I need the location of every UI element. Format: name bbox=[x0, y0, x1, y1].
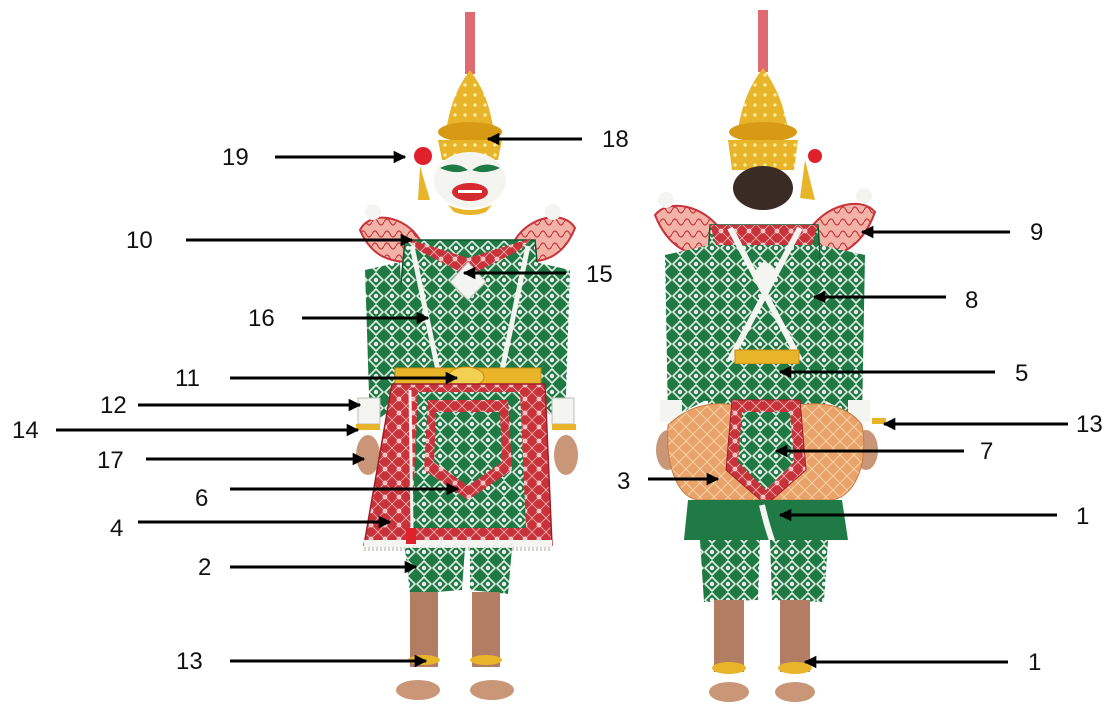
front-flower bbox=[414, 147, 432, 165]
back-head bbox=[733, 166, 793, 210]
label-4: 4 bbox=[110, 517, 123, 541]
front-mask bbox=[434, 152, 506, 215]
label-1-upper: 1 bbox=[1076, 505, 1089, 529]
label-8: 8 bbox=[965, 289, 978, 313]
label-7: 7 bbox=[980, 440, 993, 464]
label-15: 15 bbox=[586, 263, 613, 287]
front-figure bbox=[356, 12, 578, 700]
label-11: 11 bbox=[175, 367, 200, 391]
label-19: 19 bbox=[222, 146, 249, 170]
label-5: 5 bbox=[1015, 362, 1028, 386]
label-1-lower: 1 bbox=[1028, 651, 1041, 675]
label-13-front: 13 bbox=[176, 650, 203, 674]
label-9: 9 bbox=[1030, 221, 1043, 245]
label-13-back: 13 bbox=[1076, 413, 1103, 437]
label-17: 17 bbox=[97, 449, 124, 473]
label-16: 16 bbox=[248, 307, 275, 331]
back-figure bbox=[655, 10, 886, 702]
label-12: 12 bbox=[100, 394, 127, 418]
label-2: 2 bbox=[198, 556, 211, 580]
label-10: 10 bbox=[126, 229, 153, 253]
label-14: 14 bbox=[12, 419, 39, 443]
label-3: 3 bbox=[617, 470, 630, 494]
label-18: 18 bbox=[602, 128, 629, 152]
label-6: 6 bbox=[195, 487, 208, 511]
